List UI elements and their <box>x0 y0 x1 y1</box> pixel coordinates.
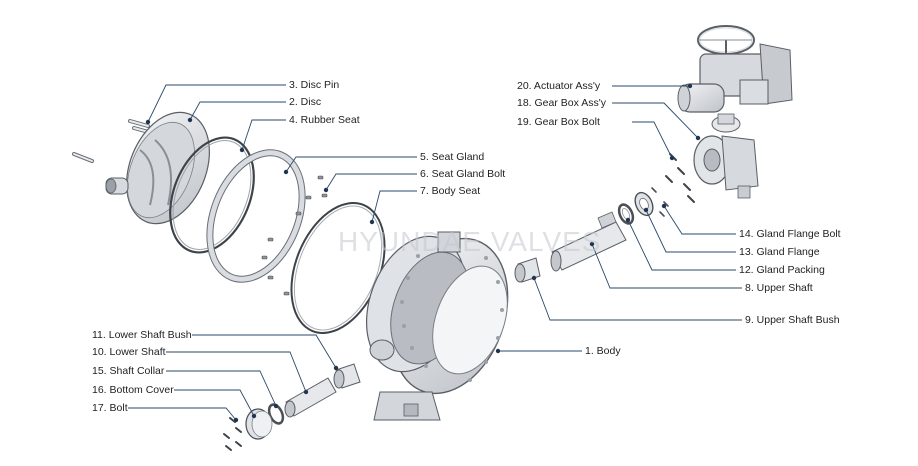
leader-lines <box>128 83 742 423</box>
label-shaft-collar: 15. Shaft Collar <box>92 365 165 377</box>
disc-shape <box>105 111 210 225</box>
label-body: 1. Body <box>585 345 621 357</box>
label-body-seat: 7. Body Seat <box>420 185 481 197</box>
leader-seat-gland-bolt <box>325 173 417 191</box>
leader-rubber-seat <box>241 119 286 151</box>
leader-seat-gland <box>285 156 417 173</box>
label-lower-shaft: 10. Lower Shaft <box>92 346 166 358</box>
label-rubber-seat: 4. Rubber Seat <box>289 114 360 126</box>
seat-gland-bolts <box>261 175 328 296</box>
leader-gear-box-bolt <box>632 121 673 159</box>
leader-dot-gear-box-bolt <box>669 155 675 161</box>
leader-bolt <box>128 407 237 421</box>
leader-dot-upper-shaft-bush <box>531 275 537 281</box>
label-seat-gland-bolt: 6. Seat Gland Bolt <box>420 168 506 180</box>
label-gland-flange-bolt: 14. Gland Flange Bolt <box>739 228 841 240</box>
leader-dot-seat-gland-bolt <box>323 187 329 193</box>
leader-dot-rubber-seat <box>239 147 245 153</box>
lower-shaft-shape <box>284 377 337 418</box>
seat-gland-shape <box>206 149 306 283</box>
leader-dot-gland-packing <box>625 217 631 223</box>
leader-dot-shaft-collar <box>273 403 279 409</box>
label-gear-box-bolt: 19. Gear Box Bolt <box>517 116 600 128</box>
leader-lower-shaft-bush <box>192 334 337 369</box>
leader-dot-gland-flange-bolt <box>661 203 667 209</box>
gland-flange-bolts <box>651 187 669 217</box>
label-upper-shaft: 8. Upper Shaft <box>745 282 813 294</box>
loose-pin <box>72 152 94 163</box>
leader-dot-disc-pin <box>145 119 151 125</box>
upper-shaft-bush-shape <box>514 257 541 283</box>
leader-upper-shaft <box>591 243 742 289</box>
label-upper-shaft-bush: 9. Upper Shaft Bush <box>745 314 840 326</box>
leader-shaft-collar <box>166 370 277 407</box>
leader-dot-bottom-cover <box>251 413 257 419</box>
label-gear-box-assy: 18. Gear Box Ass'y <box>517 97 606 109</box>
actuator-shape <box>677 25 793 113</box>
label-bottom-cover: 16. Bottom Cover <box>92 384 174 396</box>
lower-shaft-bush-shape <box>333 363 361 389</box>
leader-upper-shaft-bush <box>533 277 742 321</box>
gear-box-shape <box>693 113 759 199</box>
leader-lower-shaft <box>166 351 307 393</box>
leader-disc-pin <box>147 84 286 123</box>
leader-dot-gear-box-assy <box>695 135 701 141</box>
leader-dot-actuator-assy <box>687 83 693 89</box>
leader-gland-packing <box>627 219 736 271</box>
leader-disc <box>189 101 286 121</box>
leader-dot-upper-shaft <box>589 241 595 247</box>
leader-dot-seat-gland <box>283 169 289 175</box>
label-bolt: 17. Bolt <box>92 402 128 414</box>
leader-gland-flange <box>645 209 736 253</box>
label-seat-gland: 5. Seat Gland <box>420 151 485 163</box>
leader-dot-disc <box>187 117 193 123</box>
leader-dot-lower-shaft-bush <box>333 365 339 371</box>
rubber-seat-shape <box>169 136 255 254</box>
leader-dot-body-seat <box>369 219 375 225</box>
gland-flange-shape <box>634 191 654 217</box>
bottom-bolts <box>223 417 242 451</box>
bottom-cover-shape <box>245 408 273 440</box>
leader-gland-flange-bolt <box>663 205 736 235</box>
label-gland-flange: 13. Gland Flange <box>739 246 820 258</box>
leader-bottom-cover <box>174 389 255 417</box>
label-disc-pin: 3. Disc Pin <box>289 79 340 91</box>
gear-box-bolts <box>665 153 695 203</box>
leader-dot-lower-shaft <box>303 389 309 395</box>
gland-packing-shape <box>617 203 635 225</box>
leader-body-seat <box>371 190 417 223</box>
watermark: HYUNDAE VALVES <box>338 226 602 257</box>
leader-gear-box-assy <box>612 102 699 139</box>
label-actuator-assy: 20. Actuator Ass'y <box>517 80 601 92</box>
label-disc: 2. Disc <box>289 96 322 108</box>
leader-dot-gland-flange <box>643 207 649 213</box>
body-shape <box>365 231 509 421</box>
upper-shaft-shape <box>550 211 627 272</box>
leader-dot-bolt <box>233 417 239 423</box>
label-lower-shaft-bush: 11. Lower Shaft Bush <box>92 329 192 341</box>
leader-dot-body <box>495 348 501 354</box>
label-gland-packing: 12. Gland Packing <box>739 264 825 276</box>
